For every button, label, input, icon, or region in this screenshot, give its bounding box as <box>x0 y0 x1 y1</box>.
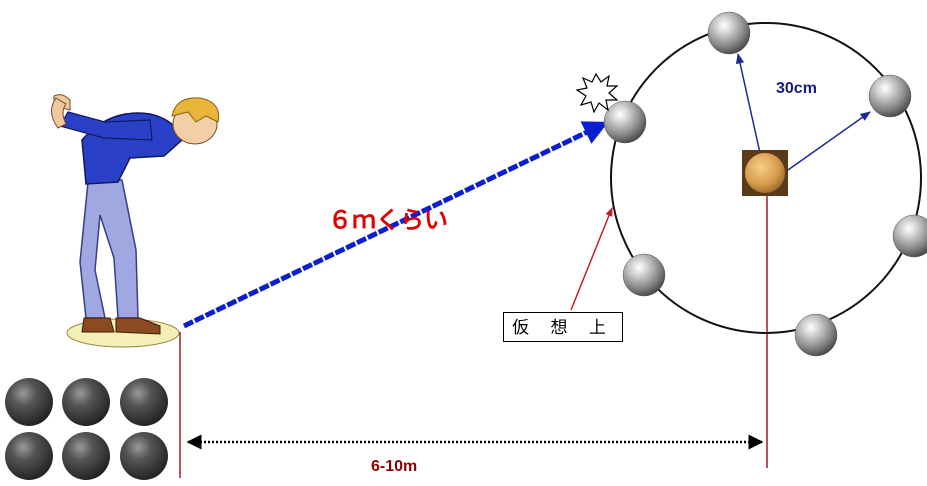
spare-ball <box>62 378 110 426</box>
spare-balls <box>5 378 168 480</box>
spare-ball <box>5 432 53 480</box>
throw-arrow <box>182 121 609 329</box>
ring-balls <box>603 11 927 357</box>
spare-ball <box>5 378 53 426</box>
radius-label: 30cm <box>776 80 817 97</box>
radius-arrow-right <box>777 111 871 179</box>
court-length-label: 6-10m <box>371 458 418 475</box>
throw-distance-label: ６ｍくらい <box>328 205 448 234</box>
radius-arrow-top <box>735 52 767 164</box>
player-figure <box>51 94 220 335</box>
steel-ball <box>603 100 647 144</box>
jack-ball <box>745 153 785 193</box>
imaginary-circle <box>610 22 922 334</box>
imaginary-note-box: 仮 想 上 <box>503 312 623 342</box>
spare-ball <box>120 378 168 426</box>
spare-ball <box>62 432 110 480</box>
pointer-line <box>570 207 613 311</box>
impact-burst-icon <box>575 72 619 114</box>
steel-ball <box>622 253 666 297</box>
steel-ball <box>892 214 927 258</box>
steel-ball <box>794 313 838 357</box>
steel-ball <box>868 74 912 118</box>
spare-ball <box>120 432 168 480</box>
steel-ball <box>707 11 751 55</box>
